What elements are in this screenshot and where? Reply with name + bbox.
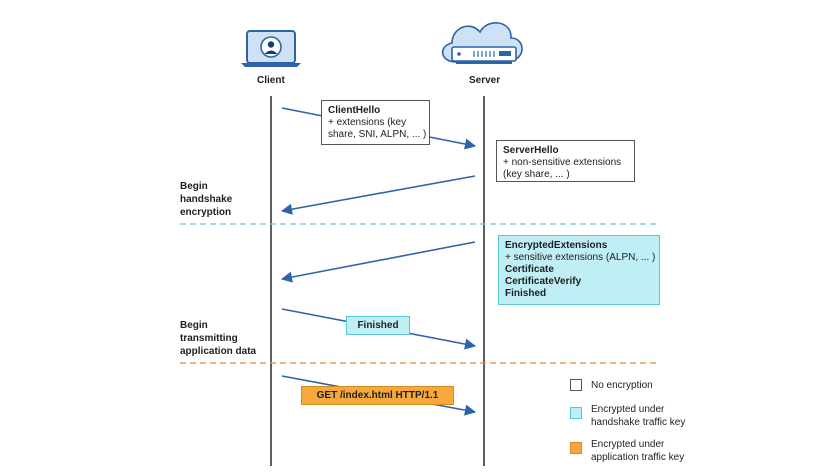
- http-request-label: GET /index.html HTTP/1.1: [316, 390, 439, 401]
- application-phase-label: Begin transmitting application data: [180, 319, 256, 358]
- server-hello-arrow: [280, 175, 476, 215]
- legend-line: handshake traffic key: [591, 417, 686, 428]
- phase-line: Begin: [180, 181, 208, 192]
- http-request-box: GET /index.html HTTP/1.1: [301, 386, 454, 405]
- finished-box: Finished: [346, 316, 410, 335]
- legend-swatch-handshake: [570, 407, 582, 419]
- client-hello-title: ClientHello: [328, 105, 381, 116]
- server-hello-box: ServerHello + non-sensitive extensions (…: [496, 140, 635, 182]
- legend-label-application: Encrypted under application traffic key: [591, 438, 684, 464]
- handshake-phase-label: Begin handshake encryption: [180, 180, 232, 219]
- phase-line: transmitting: [180, 333, 238, 344]
- client-hello-line: share, SNI, ALPN, ... ): [328, 129, 427, 140]
- server-hello-line: (key share, ... ): [503, 169, 570, 180]
- server-label: Server: [469, 75, 501, 86]
- encrypted-item: CertificateVerify: [505, 276, 582, 287]
- phase-line: encryption: [180, 207, 232, 218]
- legend-swatch-none: [570, 379, 582, 391]
- phase-line: handshake: [180, 194, 233, 205]
- client-hello-box: ClientHello + extensions (key share, SNI…: [321, 100, 430, 145]
- legend-line: application traffic key: [591, 452, 685, 463]
- encrypted-extensions-arrow: [280, 241, 476, 283]
- encrypted-extensions-line: + sensitive extensions (ALPN, ... ): [505, 252, 656, 263]
- server-hello-title: ServerHello: [503, 145, 559, 156]
- laptop-user-icon: [241, 30, 301, 67]
- legend-label-handshake: Encrypted under handshake traffic key: [591, 403, 685, 429]
- legend-line: Encrypted under: [591, 439, 665, 450]
- legend-label-none: No encryption: [591, 380, 653, 391]
- finished-label: Finished: [357, 320, 399, 331]
- phase-line: Begin: [180, 320, 208, 331]
- legend-line: Encrypted under: [591, 404, 665, 415]
- client-hello-line: + extensions (key: [328, 117, 407, 128]
- cloud-server-icon: [441, 22, 523, 64]
- client-label: Client: [257, 75, 285, 86]
- phase-line: application data: [180, 346, 257, 357]
- encrypted-extensions-box: EncryptedExtensions + sensitive extensio…: [498, 235, 660, 305]
- server-hello-line: + non-sensitive extensions: [503, 157, 622, 168]
- legend-swatch-application: [570, 442, 582, 454]
- encrypted-item: Finished: [505, 288, 547, 299]
- encrypted-item: Certificate: [505, 264, 554, 275]
- encrypted-extensions-title: EncryptedExtensions: [505, 240, 608, 251]
